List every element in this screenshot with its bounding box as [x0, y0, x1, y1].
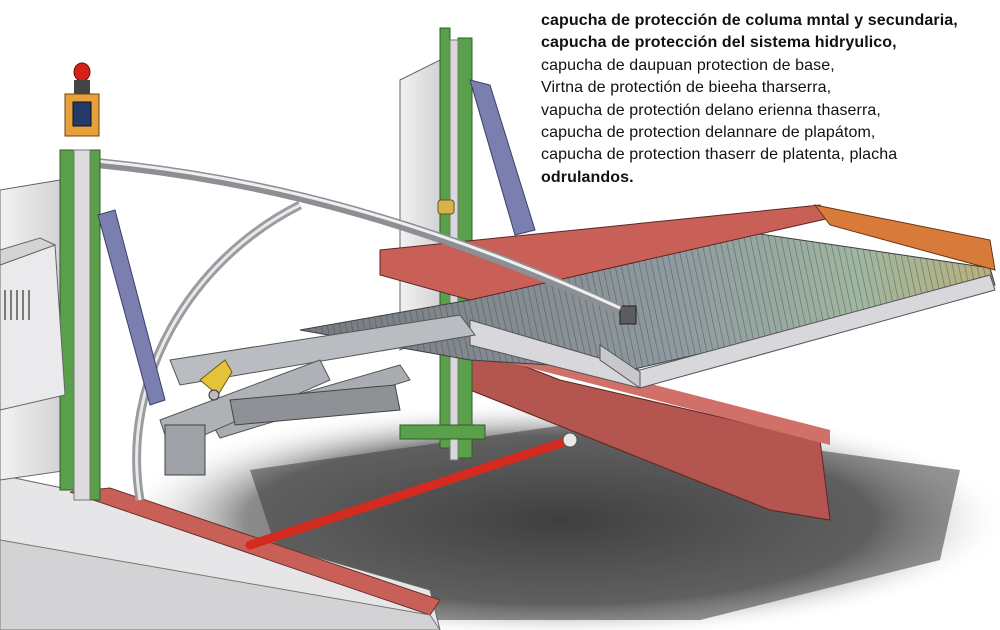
back-column-foot — [399, 424, 486, 440]
arch-tube-highlight — [135, 203, 301, 501]
left-column-green-2 — [89, 149, 101, 501]
control-cabinet — [0, 244, 66, 411]
caption-line-1: capucha de protección de columa mntal y … — [541, 12, 958, 29]
caption-line-7: capucha de protection thaserr de platent… — [541, 146, 898, 164]
back-hydraulic-cylinder — [469, 79, 536, 236]
description-text-block: capucha de protección de columa mntal y … — [541, 10, 991, 189]
caption-line-5: vapucha de protectión delano erienna tha… — [541, 101, 881, 119]
beacon-base — [74, 80, 90, 94]
platform-back-rail — [379, 204, 831, 301]
back-column-yellow-knob — [437, 199, 455, 215]
platform-orange-end — [813, 204, 996, 271]
red-axle — [245, 435, 575, 550]
caption-line-3: capucha de daupuan protection de base, — [541, 56, 835, 74]
cross-beam — [169, 314, 476, 386]
left-runway-side — [0, 539, 441, 630]
control-box-screen — [72, 101, 92, 127]
left-column-core — [73, 149, 91, 501]
warning-beacon-icon — [73, 62, 91, 82]
cabinet-vents — [4, 290, 30, 320]
caption-line-8: odrulandos. — [541, 168, 634, 186]
caption-line-4: Virtna de protectión de bieeha tharserra… — [541, 79, 832, 97]
hydraulic-ram — [229, 384, 401, 426]
caption-line-2: capucha de protección del sistema hidryu… — [541, 34, 897, 52]
top-guide-bar-highlight — [59, 156, 621, 310]
sensor-block — [619, 305, 637, 325]
latch-pivot — [208, 389, 220, 401]
lift-arm-bracket — [164, 424, 206, 476]
caption-line-6: capucha de protection delannare de plapá… — [541, 124, 876, 142]
left-hydraulic-cylinder — [97, 209, 166, 406]
top-guide-bar — [59, 155, 623, 315]
left-column-green — [59, 149, 75, 491]
platform-front-flap — [599, 344, 641, 389]
axle-end — [562, 432, 578, 448]
control-cabinet-top — [0, 237, 57, 266]
